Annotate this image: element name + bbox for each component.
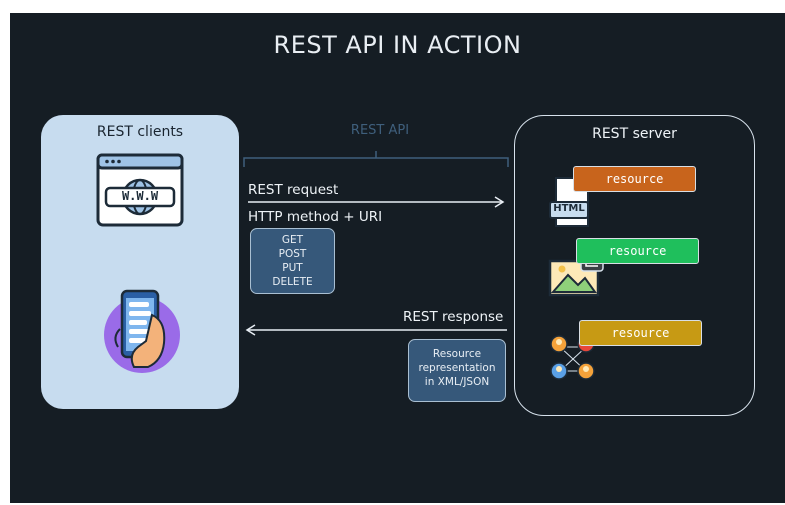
method-put: PUT	[282, 262, 303, 274]
www-text: W.W.W	[121, 189, 159, 203]
diagram-title: REST API IN ACTION	[273, 31, 522, 59]
http-method-label: HTTP method + URI	[248, 209, 383, 225]
api-bracket	[243, 151, 509, 167]
rest-api-label: REST API	[350, 123, 410, 138]
method-delete: DELETE	[272, 276, 313, 288]
resource-tag-users: resource	[579, 320, 702, 346]
html-text: HTML	[553, 203, 585, 214]
clients-title: REST clients	[96, 124, 184, 140]
http-methods-box: GET POST PUT DELETE	[250, 228, 335, 294]
resource-tag-html: resource	[573, 166, 696, 192]
server-panel: REST server	[514, 115, 755, 416]
repr-line-3: in XML/JSON	[424, 376, 490, 388]
image-file-icon	[548, 247, 604, 299]
server-title: REST server	[592, 126, 677, 142]
diagram-canvas: REST API IN ACTION REST clients W.W.W	[10, 13, 785, 503]
repr-line-2: representation	[418, 362, 496, 374]
rest-request-label: REST request	[248, 182, 339, 198]
representation-box: Resource representation in XML/JSON	[408, 339, 506, 402]
mobile-phone-icon	[98, 285, 186, 375]
method-post: POST	[278, 248, 307, 260]
repr-line-1: Resource	[432, 348, 482, 360]
connectors-layer	[243, 151, 509, 336]
clients-panel: REST clients W.W.W	[41, 115, 239, 409]
resource-tag-image: resource	[576, 238, 699, 264]
rest-response-label: REST response	[403, 309, 504, 325]
method-get: GET	[281, 234, 304, 246]
browser-www-icon: W.W.W	[96, 153, 184, 227]
